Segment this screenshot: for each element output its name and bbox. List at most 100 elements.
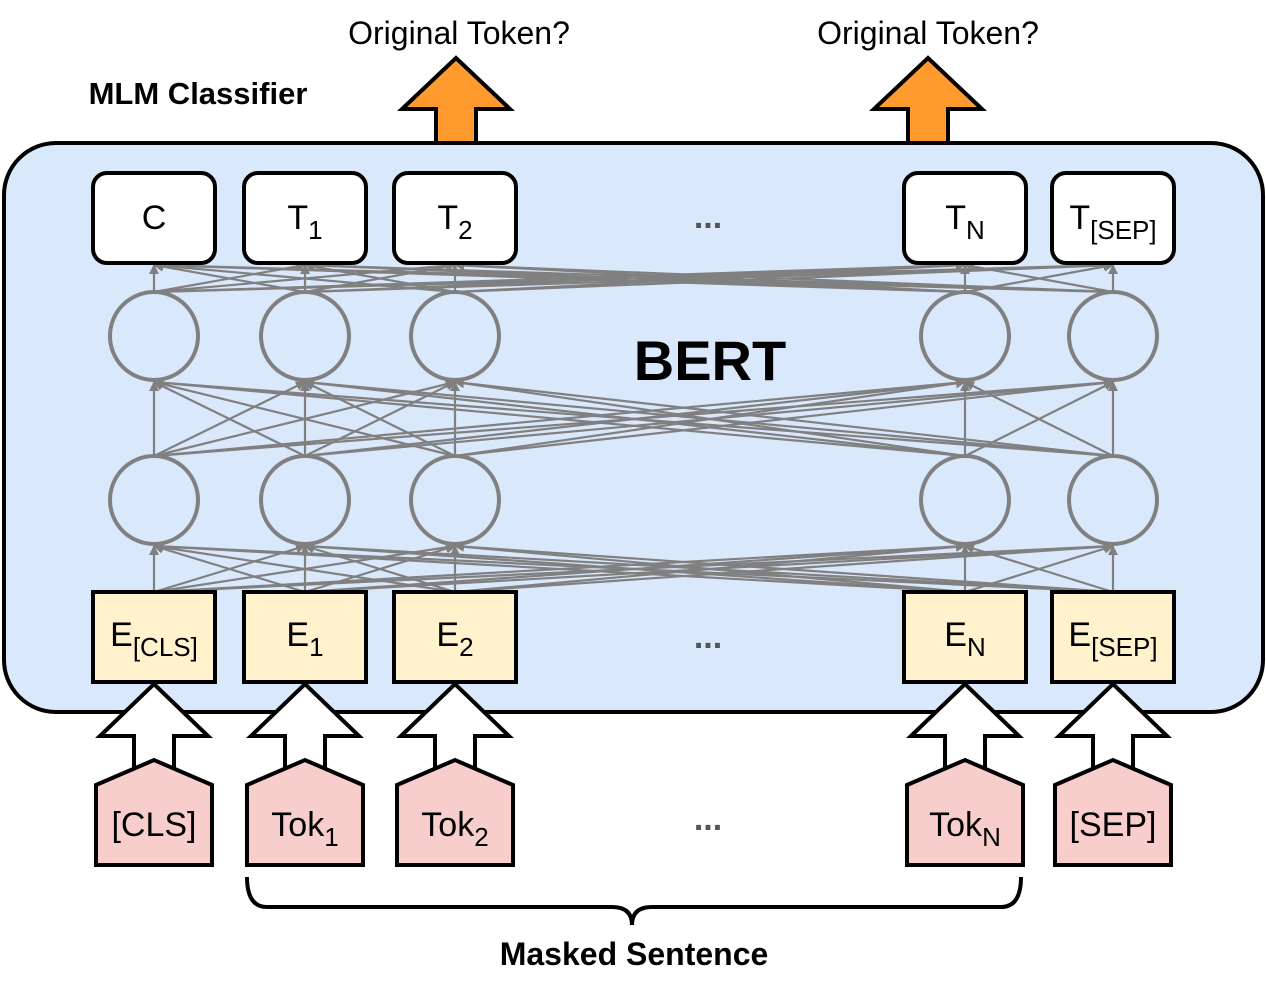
input-label-3-sub: N bbox=[982, 822, 1001, 852]
connection-line-30 bbox=[153, 381, 306, 457]
input-label-2-main: Tok bbox=[421, 806, 475, 844]
connection-line-72 bbox=[454, 260, 1114, 294]
connection-line-47 bbox=[454, 378, 1114, 458]
output-arrow-right bbox=[868, 55, 988, 145]
input-arrow-0 bbox=[95, 681, 213, 772]
embedding-box-0 bbox=[91, 590, 217, 684]
neuron-layer2-2 bbox=[409, 454, 501, 546]
ellipsis-output: ... bbox=[694, 198, 722, 236]
input-label-1-sub: 1 bbox=[324, 822, 338, 852]
masked-sentence-brace bbox=[245, 876, 1023, 926]
connection-line-60 bbox=[153, 260, 456, 294]
output-label-4-main: T bbox=[1069, 199, 1090, 237]
output-box-4 bbox=[1050, 171, 1176, 265]
input-label-4-main: [SEP] bbox=[1070, 806, 1157, 844]
output-label-2-sub: 2 bbox=[458, 215, 472, 245]
output-label-4-sub: [SEP] bbox=[1090, 215, 1156, 245]
input-label-0: [CLS] bbox=[111, 806, 196, 844]
output-label-3: TN bbox=[945, 199, 985, 245]
neuron-layer2-0 bbox=[108, 454, 200, 546]
output-token-3: TN bbox=[902, 171, 1028, 265]
embedding-label-2-main: E bbox=[436, 616, 459, 654]
input-label-1-main: Tok bbox=[271, 806, 325, 844]
input-label-3-main: Tok bbox=[929, 806, 983, 844]
connection-line-48 bbox=[964, 381, 1114, 457]
embedding-label-1-sub: 1 bbox=[309, 632, 323, 662]
output-label-2: T2 bbox=[437, 199, 472, 245]
output-label-1-main: T bbox=[287, 199, 308, 237]
connection-line-46 bbox=[304, 377, 1114, 458]
input-token-3: TokN bbox=[905, 757, 1025, 867]
output-label-left: Original Token? bbox=[348, 15, 570, 51]
output-label-4: T[SEP] bbox=[1069, 199, 1156, 245]
input-box-3 bbox=[905, 757, 1025, 867]
input-arrow-1 bbox=[246, 681, 364, 772]
embedding-label-3-sub: N bbox=[967, 632, 986, 662]
connection-lines bbox=[149, 260, 1118, 594]
connection-line-20 bbox=[153, 541, 1114, 594]
connection-line-45 bbox=[153, 377, 1114, 458]
embedding-4: E[SEP] bbox=[1050, 590, 1176, 684]
input-token-2: Tok2 bbox=[395, 757, 515, 867]
embedding-label-0-sub: [CLS] bbox=[133, 632, 198, 662]
input-box-0 bbox=[94, 757, 214, 867]
output-box-2 bbox=[392, 171, 518, 265]
input-arrow-4 bbox=[1054, 681, 1172, 772]
connection-line-22 bbox=[454, 541, 1114, 594]
embedding-1: E1 bbox=[242, 590, 368, 684]
input-label-1: Tok1 bbox=[271, 806, 338, 852]
connection-line-5 bbox=[153, 543, 306, 594]
embedding-label-1-main: E bbox=[286, 616, 309, 654]
output-token-4: T[SEP] bbox=[1050, 171, 1176, 265]
output-box-1 bbox=[242, 171, 368, 265]
input-arrow-2 bbox=[396, 681, 514, 772]
neuron-layer1-0 bbox=[108, 290, 200, 382]
input-token-1: Tok1 bbox=[245, 757, 365, 867]
classifier-label: MLM Classifier bbox=[89, 76, 308, 111]
embedding-box-1 bbox=[242, 590, 368, 684]
input-box-1 bbox=[245, 757, 365, 867]
embedding-label-2-sub: 2 bbox=[459, 632, 473, 662]
input-label-2-sub: 2 bbox=[474, 822, 488, 852]
embedding-label-4-main: E bbox=[1068, 616, 1091, 654]
masked-sentence-label: Masked Sentence bbox=[500, 936, 769, 972]
output-token-2: T2 bbox=[392, 171, 518, 265]
input-box-2 bbox=[395, 757, 515, 867]
input-arrow-3 bbox=[906, 681, 1024, 772]
output-label-3-sub: N bbox=[966, 215, 985, 245]
neuron-layer1-1 bbox=[259, 290, 351, 382]
connection-line-15 bbox=[153, 541, 966, 594]
input-label-0-main: [CLS] bbox=[111, 806, 196, 844]
connection-line-36 bbox=[304, 381, 456, 457]
connection-line-10 bbox=[153, 542, 456, 594]
neuron-layer1-3 bbox=[919, 290, 1011, 382]
embedding-label-0: E[CLS] bbox=[110, 616, 198, 662]
output-label-1-sub: 1 bbox=[308, 215, 322, 245]
connection-line-55 bbox=[153, 261, 306, 294]
input-label-4: [SEP] bbox=[1070, 806, 1157, 844]
neuron-layer2-1 bbox=[259, 454, 351, 546]
input-label-3: TokN bbox=[929, 806, 1001, 852]
embedding-label-2: E2 bbox=[436, 616, 473, 662]
output-label-0-main: C bbox=[142, 199, 167, 237]
connection-line-23 bbox=[964, 543, 1114, 594]
input-token-4: [SEP] bbox=[1053, 757, 1173, 867]
output-label-2-main: T bbox=[437, 199, 458, 237]
output-arrow-left bbox=[396, 55, 516, 145]
input-label-2: Tok2 bbox=[421, 806, 488, 852]
connection-line-40 bbox=[153, 377, 966, 458]
embedding-label-1: E1 bbox=[286, 616, 323, 662]
connection-line-73 bbox=[964, 261, 1114, 294]
connection-line-21 bbox=[304, 541, 1114, 594]
embedding-2: E2 bbox=[392, 590, 518, 684]
output-label-right: Original Token? bbox=[817, 15, 1039, 51]
embedding-label-4-sub: [SEP] bbox=[1091, 632, 1157, 662]
input-token-0: [CLS] bbox=[94, 757, 214, 867]
input-arrow-row bbox=[95, 681, 1172, 772]
output-token-0: C bbox=[91, 171, 217, 265]
embedding-box-4 bbox=[1050, 590, 1176, 684]
connection-line-35 bbox=[153, 379, 456, 458]
embedding-3: EN bbox=[902, 590, 1028, 684]
